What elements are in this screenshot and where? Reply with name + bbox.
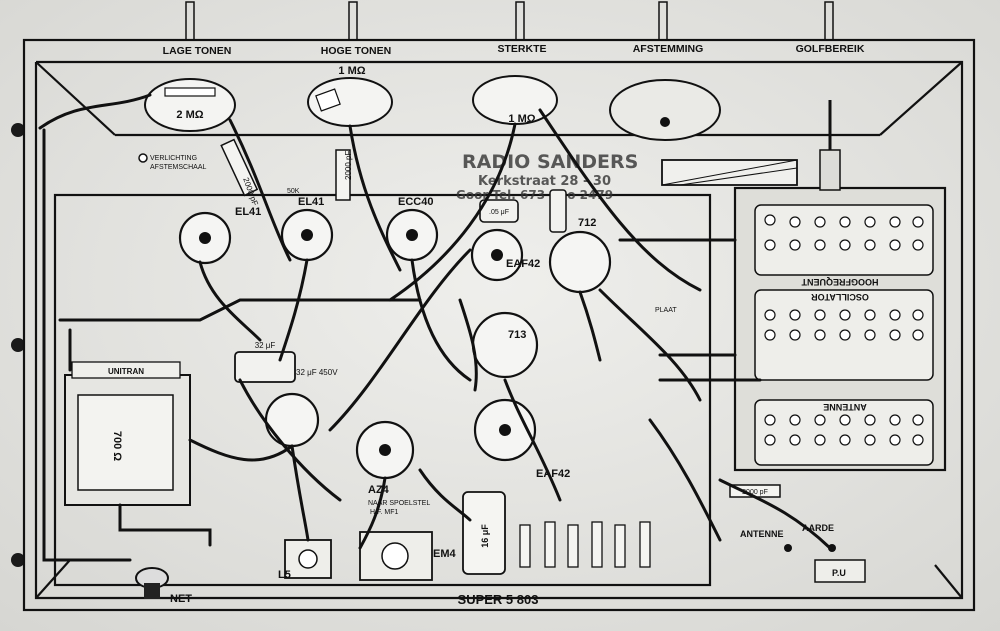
- tube-label-el41-b: EL41: [298, 196, 324, 208]
- coil-antenne-label: ANTENNE: [823, 402, 867, 412]
- svg-text:RADIO SANDERS: RADIO SANDERS: [462, 151, 638, 173]
- svg-text:Goor Tel. 673 Geo 2479: Goor Tel. 673 Geo 2479: [456, 188, 613, 202]
- mains-plug: [135, 567, 169, 599]
- coil-oscillator-label: OSCILLATOR: [811, 292, 869, 302]
- tuning-drum: [609, 79, 721, 141]
- svg-text:.05 μF: .05 μF: [489, 209, 509, 216]
- electrolytic-capacitor-top: .05 μF: [479, 199, 519, 223]
- label-l5: L5: [278, 569, 291, 581]
- punch-hole: [11, 338, 25, 352]
- tube-label-az4: AZ4: [368, 484, 390, 496]
- tube-label-eaf42-bottom: EAF42: [536, 468, 570, 480]
- label-afstemming: AFSTEMMING: [633, 43, 704, 55]
- potentiometer-lage-tonen: 2 MΩ: [144, 78, 236, 132]
- tube-el41-right: [280, 208, 334, 262]
- tube-label-eaf42-top: EAF42: [506, 258, 540, 270]
- antenna-terminal: [784, 544, 792, 552]
- socket-l5: [284, 539, 332, 579]
- transformer-brand: UNITRAN: [108, 367, 144, 376]
- transformer-value: 700 Ω: [111, 431, 123, 461]
- coil-unit: HOOGFREQUENT OSCILLATOR ANTENNE: [733, 186, 947, 472]
- label-712: 712: [578, 217, 596, 229]
- label-pu: P.U: [832, 568, 846, 578]
- label-sterkte: STERKTE: [497, 43, 546, 55]
- pickup-socket: [814, 559, 866, 583]
- pot-value: 1 MΩ: [508, 113, 535, 125]
- label-aarde: AARDE: [802, 523, 834, 533]
- tube-ecc40: [385, 208, 439, 262]
- label-lage-tonen: LAGE TONEN: [163, 45, 232, 57]
- svg-text:2000 pF: 2000 pF: [344, 151, 353, 180]
- small-capacitor: [549, 189, 567, 233]
- power-transformer: UNITRAN 700 Ω: [64, 361, 191, 506]
- label-plaat: PLAAT: [655, 307, 677, 314]
- socket-em4: [359, 531, 433, 581]
- label-713: 713: [508, 329, 526, 341]
- label-hoge-tonen: HOGE TONEN: [321, 45, 391, 57]
- lamp-icon: [138, 153, 148, 163]
- capacitor-2000pf-antenna: 2000 pF: [729, 484, 781, 498]
- punch-hole: [11, 123, 25, 137]
- label-em4: EM4: [433, 548, 457, 560]
- label-naar-spoelstel: NAAR SPOELSTEL: [368, 500, 430, 507]
- svg-text:32 μF 450V: 32 μF 450V: [296, 368, 338, 377]
- resistor-strip: [519, 521, 651, 568]
- tube-label-el41-a: EL41: [235, 206, 261, 218]
- pot-value: 2 MΩ: [176, 109, 203, 121]
- dealer-stamp: RADIO SANDERS Kerkstraat 28 - 30 Goor Te…: [456, 151, 638, 202]
- svg-text:32 μF: 32 μF: [255, 341, 276, 350]
- electrolytic-capacitor-16uf: 16 μF: [462, 491, 506, 575]
- label-hf-mf: H.F. MF1: [370, 509, 398, 516]
- band-switch-shaft: [819, 149, 841, 191]
- punch-hole: [11, 553, 25, 567]
- potentiometer-sterkte: 1 MΩ: [472, 75, 558, 125]
- coil-hoogfrequent-label: HOOGFREQUENT: [801, 277, 879, 287]
- svg-text:16 μF: 16 μF: [480, 524, 490, 548]
- tube-eaf42-top: [470, 228, 524, 282]
- tube-az4: [355, 420, 415, 480]
- tube-left-mid: [264, 392, 320, 448]
- model-label: SUPER 5 803: [458, 592, 539, 607]
- label-50k: 50K: [287, 188, 300, 195]
- tube-label-ecc40: ECC40: [398, 196, 433, 208]
- tube-el41-left: [178, 211, 232, 265]
- svg-text:Kerkstraat 28 - 30: Kerkstraat 28 - 30: [478, 174, 611, 189]
- svg-text:2000 pF: 2000 pF: [742, 489, 768, 496]
- label-afstemschaal: AFSTEMSCHAAL: [150, 164, 207, 171]
- label-net: NET: [170, 593, 192, 605]
- capacitor-2000pf-mid: 2000 pF: [335, 149, 353, 201]
- label-golfbereik: GOLFBEREIK: [796, 43, 865, 55]
- if-transformer-713: [471, 311, 539, 379]
- chassis-frame: [22, 38, 976, 612]
- wiring: [38, 93, 832, 562]
- if-transformer-712: [548, 230, 612, 294]
- label-antenne: ANTENNE: [740, 529, 784, 539]
- pot-value: 1 MΩ: [338, 65, 365, 77]
- label-verlichting: VERLICHTING: [150, 155, 197, 162]
